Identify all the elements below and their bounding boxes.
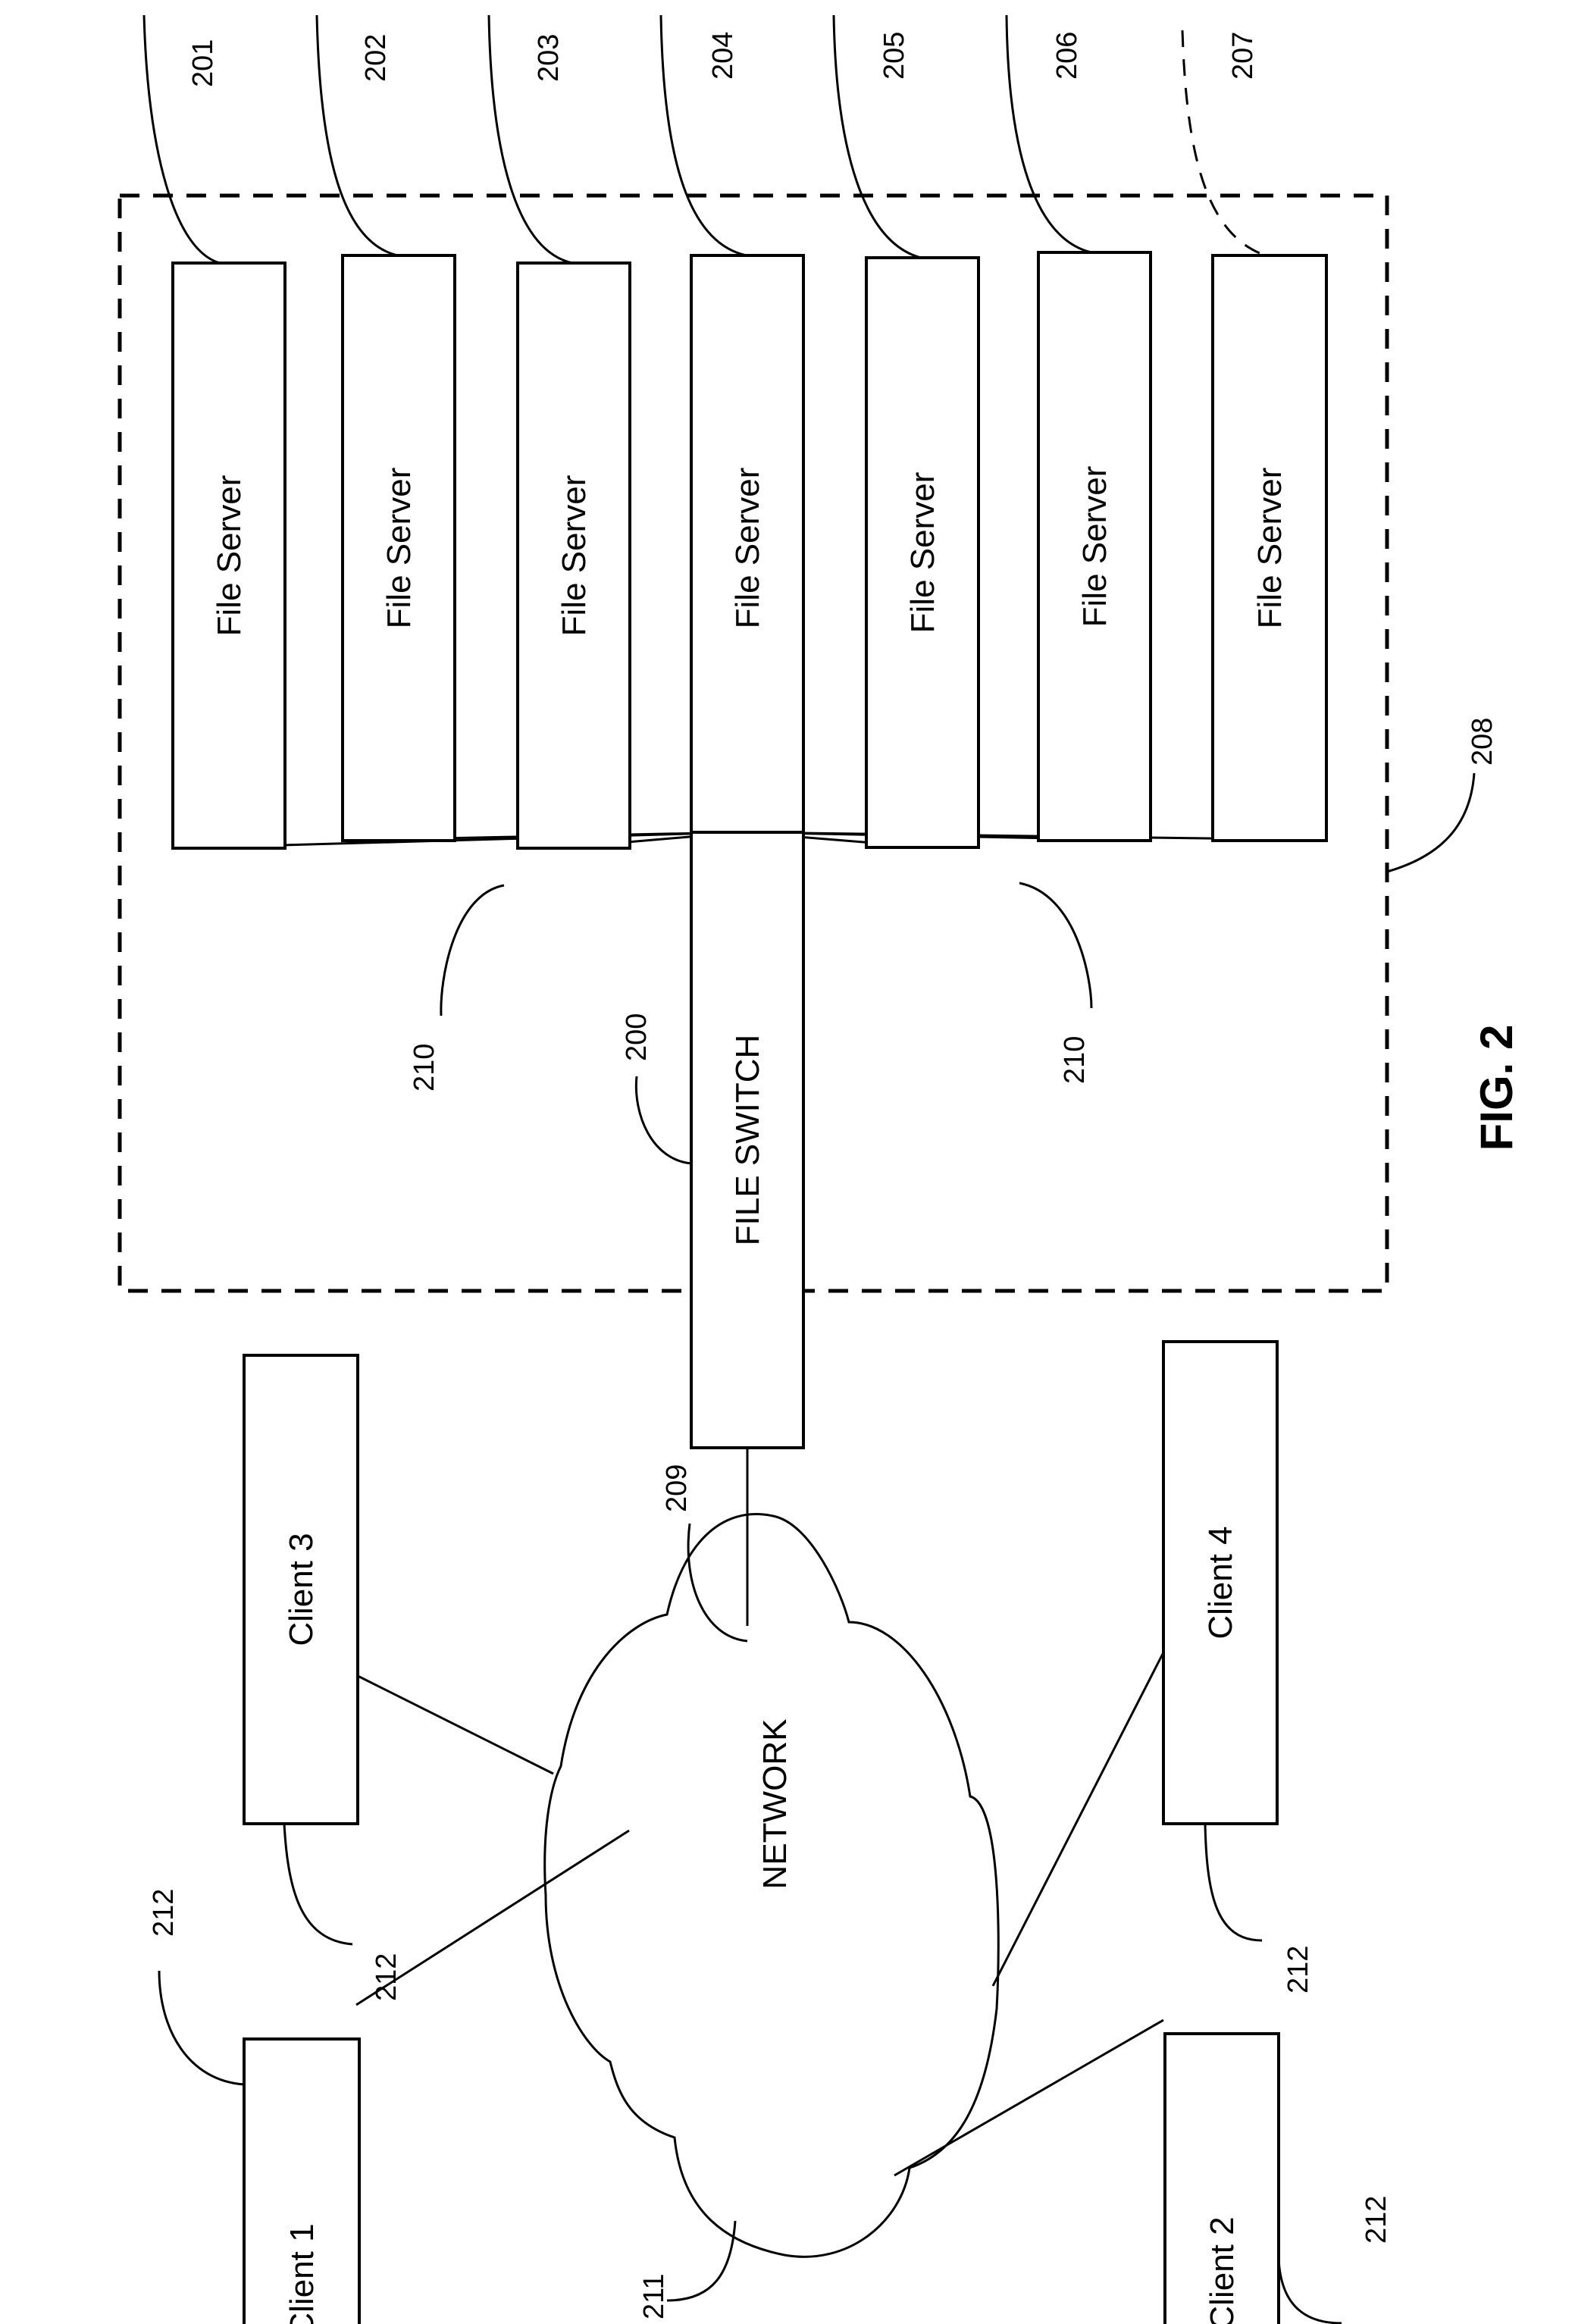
file-server-label: File Server: [211, 475, 248, 637]
file-server-202: File Server: [343, 255, 455, 841]
server-ref-204: 204: [707, 32, 739, 80]
client-1: Client 1: [244, 2039, 359, 2324]
client-3-link: [356, 1675, 553, 1774]
client-label: Client 2: [1204, 2216, 1241, 2324]
client-1-ref: 212: [148, 1889, 180, 1937]
client-4-ref: 212: [1282, 1946, 1314, 1994]
network-label: NETWORK: [756, 1719, 794, 1890]
server-ref-207: 207: [1227, 32, 1259, 80]
file-server-201: File Server: [173, 263, 285, 848]
file-switch-label: FILE SWITCH: [729, 1035, 766, 1246]
client-label: Client 1: [283, 2223, 321, 2324]
file-server-label: File Server: [1076, 466, 1113, 628]
file-switch-ref: 200: [621, 1013, 653, 1061]
file-switch: FILE SWITCH: [691, 832, 803, 1448]
network-ref: 211: [638, 2273, 670, 2319]
client-3: Client 3: [244, 1355, 358, 1824]
client-4-ref-leader: [1205, 1824, 1262, 1940]
file-server-label: File Server: [1251, 468, 1288, 629]
link-ref-leader-right: [1019, 883, 1091, 1008]
group-ref-leader: [1387, 773, 1474, 872]
server-ref-203: 203: [533, 34, 565, 82]
server-ref-leaders: [144, 15, 1266, 263]
file-server-204: File Server: [691, 255, 803, 841]
file-server-205: File Server: [866, 258, 979, 847]
file-server-label: File Server: [380, 468, 418, 629]
file-server-203: File Server: [518, 263, 630, 848]
link-ref-left: 210: [409, 1044, 440, 1092]
group-ref-label: 208: [1467, 718, 1498, 766]
client-2: Client 2: [1165, 2034, 1279, 2324]
link-ref-right: 210: [1059, 1036, 1091, 1084]
server-ref-206: 206: [1051, 32, 1083, 80]
client-4: Client 4: [1163, 1342, 1277, 1824]
client-3-ref: 212: [371, 1953, 402, 2001]
uplink-ref-leader: [688, 1524, 747, 1641]
server-ref-205: 205: [878, 32, 910, 80]
server-ref-201: 201: [187, 39, 219, 87]
link-ref-leader-left: [441, 885, 504, 1016]
file-server-label: File Server: [729, 468, 766, 629]
file-server-207: File Server: [1213, 255, 1326, 841]
client-4-link: [993, 1652, 1163, 1986]
file-switch-ref-leader: [636, 1076, 691, 1164]
figure-title: FIG. 2: [1471, 1025, 1522, 1151]
client-label: Client 4: [1202, 1526, 1239, 1639]
server-ref-202: 202: [360, 34, 392, 82]
client-2-link: [894, 2020, 1163, 2175]
file-server-206: File Server: [1038, 252, 1151, 841]
client-3-ref-leader: [284, 1824, 352, 1944]
client-2-ref: 212: [1361, 2196, 1392, 2244]
file-server-label: File Server: [556, 475, 593, 637]
client-1-ref-leader: [159, 1971, 244, 2084]
file-server-label: File Server: [904, 472, 941, 634]
client-2-ref-leader: [1279, 2259, 1342, 2323]
client-label: Client 3: [283, 1533, 320, 1646]
uplink-ref: 209: [661, 1464, 693, 1512]
